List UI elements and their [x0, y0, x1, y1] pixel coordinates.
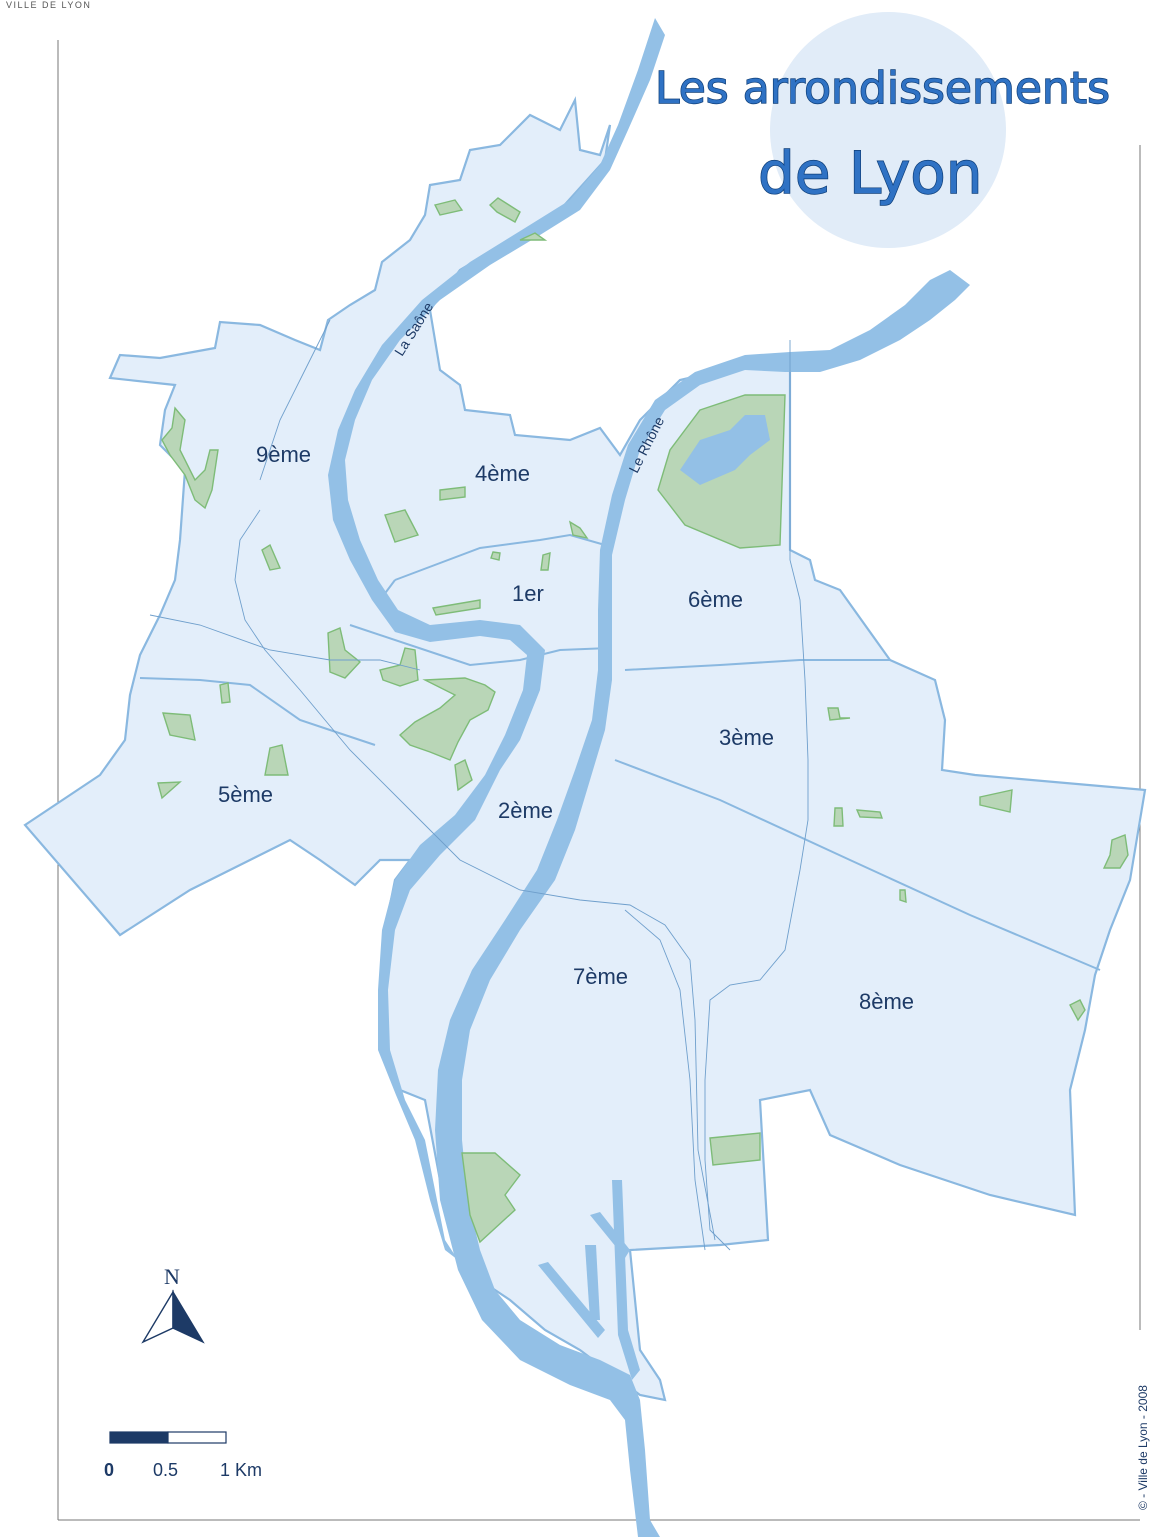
- scale-bar-dark: [109, 1431, 169, 1444]
- lac-tete-dor: [680, 415, 770, 485]
- north-label: N: [164, 1264, 180, 1289]
- scale-label-0: 0: [104, 1460, 114, 1480]
- label-4eme: 4ème: [475, 461, 530, 486]
- copyright-credit: © - Ville de Lyon - 2008: [1136, 1385, 1150, 1510]
- harbour-basins: [538, 1180, 640, 1380]
- label-1er: 1er: [512, 581, 544, 606]
- scale-label-half: 0.5: [153, 1460, 178, 1480]
- north-arrow-left: [141, 1289, 174, 1344]
- label-7eme: 7ème: [573, 964, 628, 989]
- scale-label-1km: 1 Km: [220, 1460, 262, 1480]
- label-6eme: 6ème: [688, 587, 743, 612]
- map-title-line2: de Lyon: [758, 139, 983, 207]
- label-3eme: 3ème: [719, 725, 774, 750]
- brand-logo-text: VILLE DE LYON: [6, 0, 91, 10]
- north-arrow-right: [172, 1289, 205, 1344]
- label-2eme: 2ème: [498, 798, 553, 823]
- parks: [157, 197, 1129, 1244]
- label-9eme: 9ème: [256, 442, 311, 467]
- scale-bar: 0 0.5 1 Km: [104, 1431, 262, 1480]
- label-8eme: 8ème: [859, 989, 914, 1014]
- railway-lines: [149, 319, 809, 1251]
- north-arrow: N: [141, 1264, 205, 1344]
- map-title-line1: Les arrondissements: [655, 63, 1110, 114]
- label-5eme: 5ème: [218, 782, 273, 807]
- scale-bar-light: [167, 1431, 227, 1444]
- title-circle: [770, 12, 1006, 248]
